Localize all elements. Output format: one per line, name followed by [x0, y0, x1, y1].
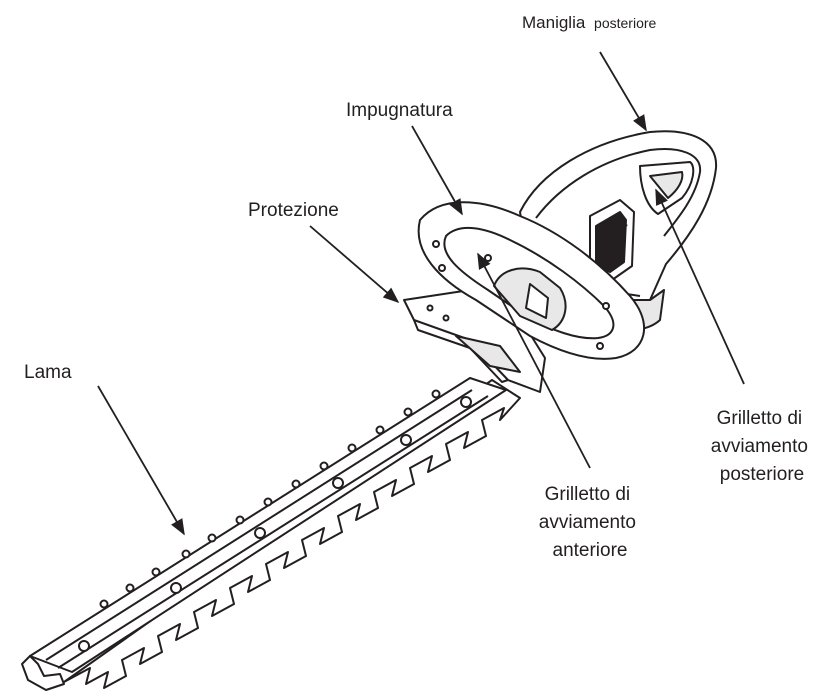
arrow-guard	[310, 226, 398, 302]
blade-rivet	[461, 397, 471, 407]
label-guard: Protezione	[248, 200, 339, 221]
label-rear-trigger-line-2: avviamento	[711, 436, 808, 457]
arrow-rear-trigger	[656, 190, 744, 384]
label-rear-handle-small: posteriore	[594, 15, 656, 31]
label-blade: Lama	[24, 362, 72, 383]
blade-rivet	[333, 478, 343, 488]
label-rear-handle: Maniglia posteriore	[522, 13, 657, 32]
arrow-front-handle	[412, 126, 462, 214]
label-rear-trigger-line-3: posteriore	[720, 464, 805, 485]
blade-rivet	[79, 641, 89, 651]
blade-rivet	[401, 435, 411, 445]
blade-rivet	[171, 583, 181, 593]
label-rear-trigger: Grilletto di avviamento posteriore	[711, 408, 813, 485]
blade-illustration	[22, 378, 520, 690]
label-front-trigger-line-1: Grilletto di	[545, 484, 631, 505]
blade-bar	[30, 378, 506, 672]
arrow-rear-handle	[600, 52, 646, 130]
label-front-trigger-line-2: avviamento	[539, 512, 636, 533]
label-rear-handle-main: Maniglia	[522, 13, 586, 32]
label-front-handle: Impugnatura	[346, 100, 453, 121]
label-front-trigger-line-3: anteriore	[553, 540, 628, 561]
blade-rivet	[255, 528, 265, 538]
label-front-trigger: Grilletto di avviamento anteriore	[539, 484, 641, 561]
label-rear-trigger-line-1: Grilletto di	[717, 408, 803, 429]
arrow-blade	[98, 386, 184, 534]
